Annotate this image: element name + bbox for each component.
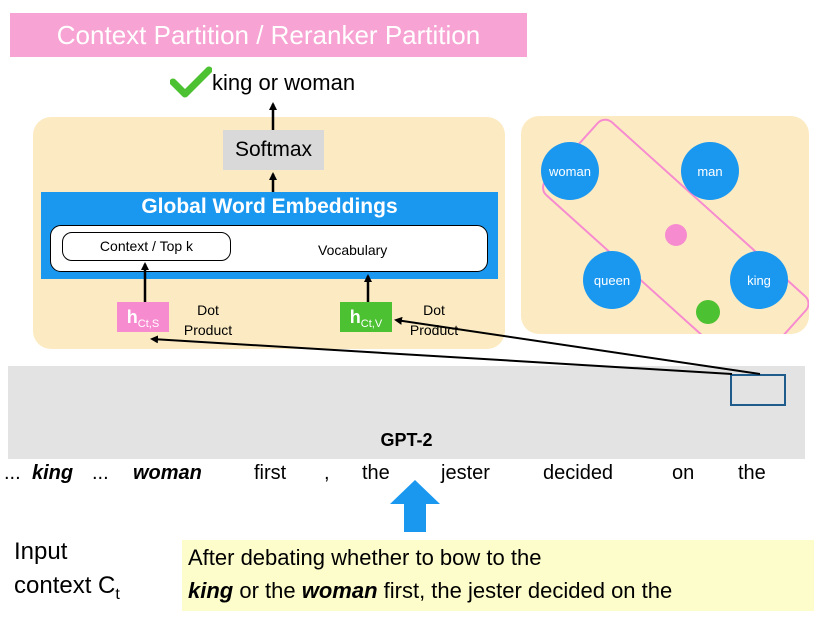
ctx-rest: first, the jester decided on the: [377, 578, 673, 603]
ctx-or-the: or the: [233, 578, 302, 603]
context-topk-box: Context / Top k: [62, 232, 231, 261]
input-context-box: [182, 540, 814, 611]
hidden-state-s-main: h: [126, 307, 138, 327]
arrow-gpt-to-hv: [394, 316, 761, 375]
vocabulary-label: Vocabulary: [318, 242, 388, 258]
token: on: [672, 462, 695, 484]
word-label-queen: queen: [594, 273, 630, 288]
hidden-state-s-box: hCt,S: [117, 302, 169, 332]
dot-product-v-line2: Product: [409, 322, 459, 338]
word-circle-man: [681, 142, 739, 200]
token: decided: [543, 462, 614, 484]
token: ...: [92, 462, 109, 484]
pink-dot: [665, 224, 687, 246]
hidden-state-s-sub: Ct,S: [137, 318, 160, 330]
word-label-woman: woman: [548, 164, 591, 179]
input-label-line2: context Ct: [14, 569, 120, 612]
token: jester: [441, 462, 490, 484]
hidden-state-v-box: hCt,V: [340, 302, 392, 332]
dot-product-s-line1: Dot: [197, 302, 219, 318]
input-context-line2: king or the woman first, the jester deci…: [188, 578, 672, 604]
hidden-state-v-sub: Ct,V: [360, 318, 383, 330]
word-circle-queen: [583, 251, 641, 309]
checkmark-icon: [170, 66, 212, 98]
token: the: [362, 462, 390, 484]
embedding-space-diagram: woman man queen king: [541, 118, 809, 334]
dot-product-s-line2: Product: [183, 322, 233, 338]
input-context-label: Input context Ct: [14, 535, 120, 612]
ctx-king-word: king: [188, 578, 234, 603]
gpt2-label: GPT-2: [380, 430, 433, 450]
token: the: [738, 462, 766, 484]
word-circle-king: [730, 251, 788, 309]
dot-product-label-v: Dot Product: [402, 300, 466, 340]
word-label-king: king: [747, 273, 771, 288]
input-label-sub: t: [115, 585, 120, 603]
last-hidden-state-rect: [730, 374, 786, 406]
answer-text: king or woman: [212, 70, 356, 95]
dot-product-v-line1: Dot: [423, 302, 445, 318]
word-label-man: man: [697, 164, 722, 179]
input-up-arrow-icon: [390, 480, 440, 532]
word-circle-woman: [541, 142, 599, 200]
input-context-line1: After debating whether to bow to the: [188, 545, 542, 570]
green-dot: [696, 300, 720, 324]
global-word-embeddings-title: Global Word Embeddings: [141, 195, 398, 218]
input-label-main: context C: [14, 572, 116, 599]
title-banner: Context Partition / Reranker Partition: [10, 13, 527, 57]
arrow-gpt-to-hs: [150, 335, 733, 375]
ctx-woman-word: woman: [301, 578, 378, 603]
token: king: [32, 462, 74, 484]
gpt2-band: [8, 366, 805, 459]
dot-product-label-s: Dot Product: [176, 300, 240, 340]
token: first: [254, 462, 287, 484]
token: woman: [133, 462, 202, 484]
hidden-state-v-main: h: [349, 307, 361, 327]
input-label-line1: Input: [14, 538, 68, 565]
softmax-box: Softmax: [223, 130, 324, 170]
token: ...: [4, 462, 21, 484]
token: ,: [324, 462, 330, 484]
